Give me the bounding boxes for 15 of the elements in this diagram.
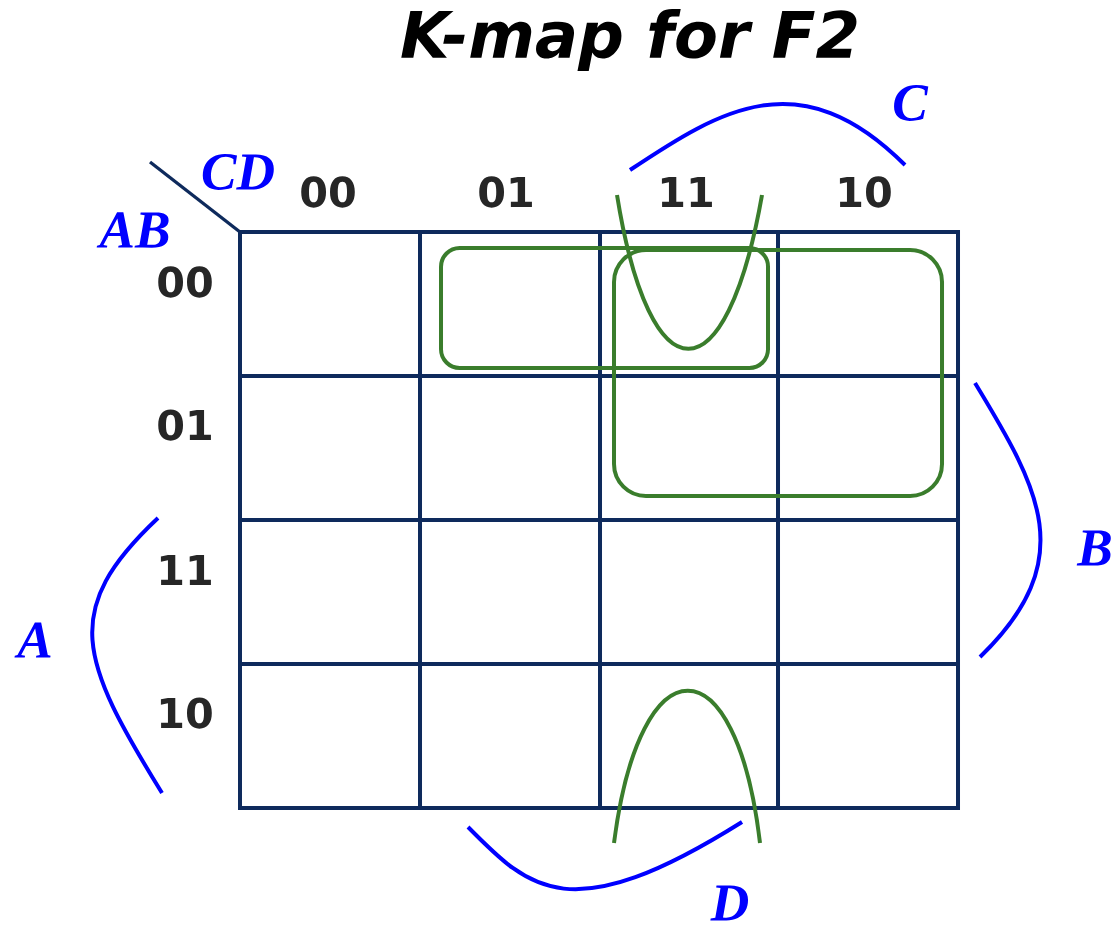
column-header: 11 (661, 176, 712, 208)
variable-label: CD (202, 154, 274, 190)
row-header: 10 (160, 697, 212, 729)
column-header: 00 (301, 176, 355, 208)
variable-label: A (14, 622, 51, 658)
row-header: 01 (158, 409, 211, 441)
variable-label: AB (96, 212, 169, 248)
variable-label: B (1076, 530, 1111, 566)
column-header: 10 (839, 176, 891, 208)
row-header: 00 (158, 266, 212, 298)
title: K-map for F2 (401, 9, 857, 71)
column-header: 01 (479, 176, 532, 208)
variable-label: D (710, 885, 748, 921)
row-header: 11 (160, 554, 211, 586)
variable-label: C (894, 85, 929, 121)
